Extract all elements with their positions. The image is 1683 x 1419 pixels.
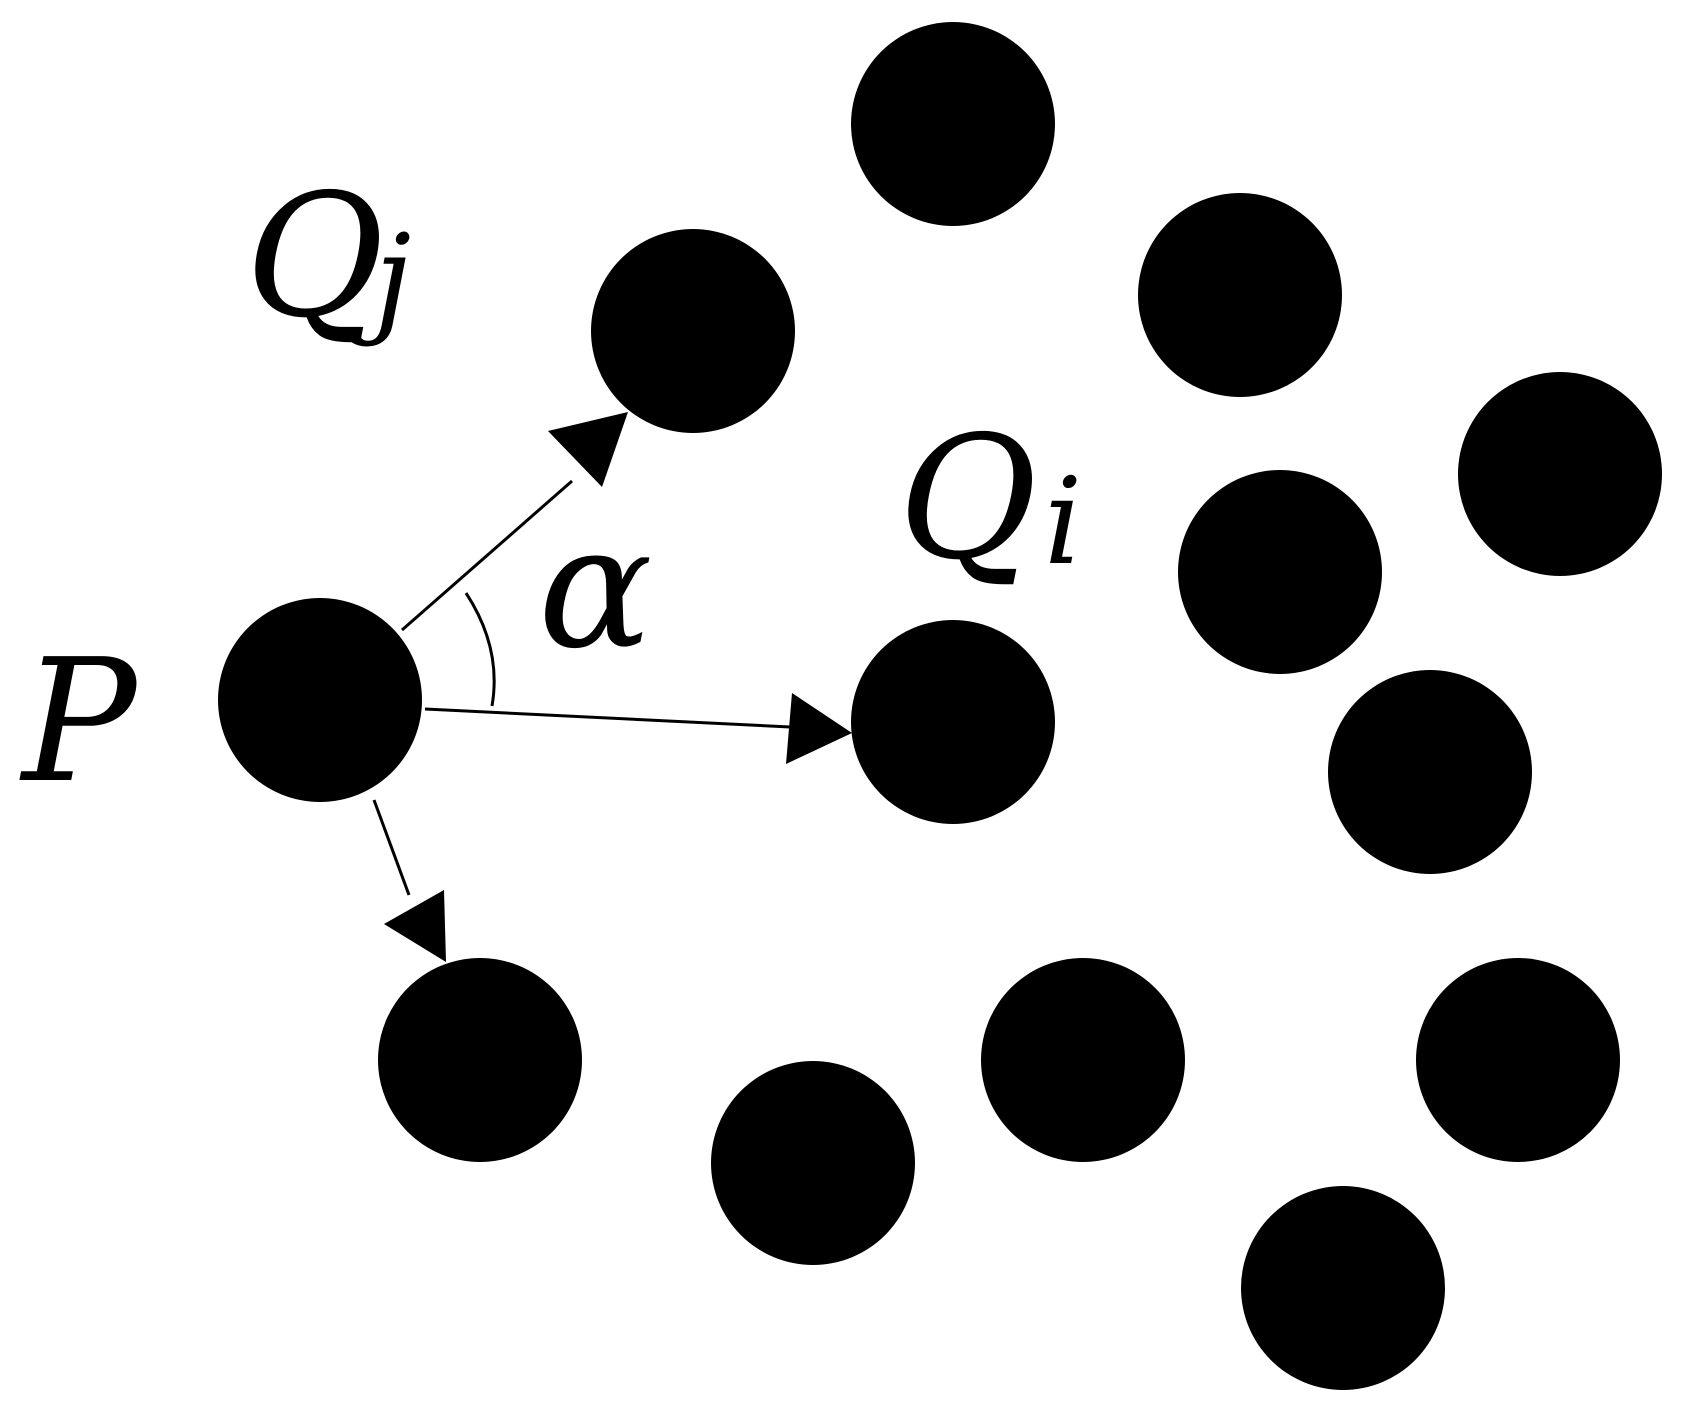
ray-p-to-qj bbox=[401, 479, 573, 632]
point-far bbox=[1241, 1186, 1445, 1390]
point-far bbox=[1328, 670, 1532, 874]
arrowhead-qi bbox=[786, 693, 852, 764]
points bbox=[218, 22, 1662, 1390]
point-far bbox=[1458, 372, 1662, 576]
ray-p-to-lower bbox=[372, 799, 411, 896]
ray-p-to-qi bbox=[424, 707, 791, 729]
arrowhead-qj bbox=[548, 412, 628, 487]
point-qi bbox=[851, 620, 1055, 824]
label-alpha: α bbox=[538, 489, 653, 687]
labels: P Q j Q i α bbox=[19, 158, 1082, 821]
point-far bbox=[981, 958, 1185, 1162]
point-qj bbox=[591, 229, 795, 433]
point-far bbox=[711, 1061, 915, 1265]
point-far bbox=[851, 22, 1055, 226]
point-p bbox=[218, 598, 422, 802]
rays bbox=[372, 412, 852, 962]
label-qi-subscript: i bbox=[1044, 453, 1082, 592]
point-lower-neighbor bbox=[378, 958, 582, 1162]
label-qj-q: Q bbox=[245, 158, 384, 356]
label-p: P bbox=[19, 623, 139, 821]
point-far bbox=[1178, 470, 1382, 674]
arrowhead-lower bbox=[384, 890, 446, 962]
point-far bbox=[1416, 958, 1620, 1162]
angle-alpha-arc bbox=[464, 592, 496, 707]
label-qi-q: Q bbox=[898, 400, 1037, 598]
point-far bbox=[1138, 193, 1342, 397]
